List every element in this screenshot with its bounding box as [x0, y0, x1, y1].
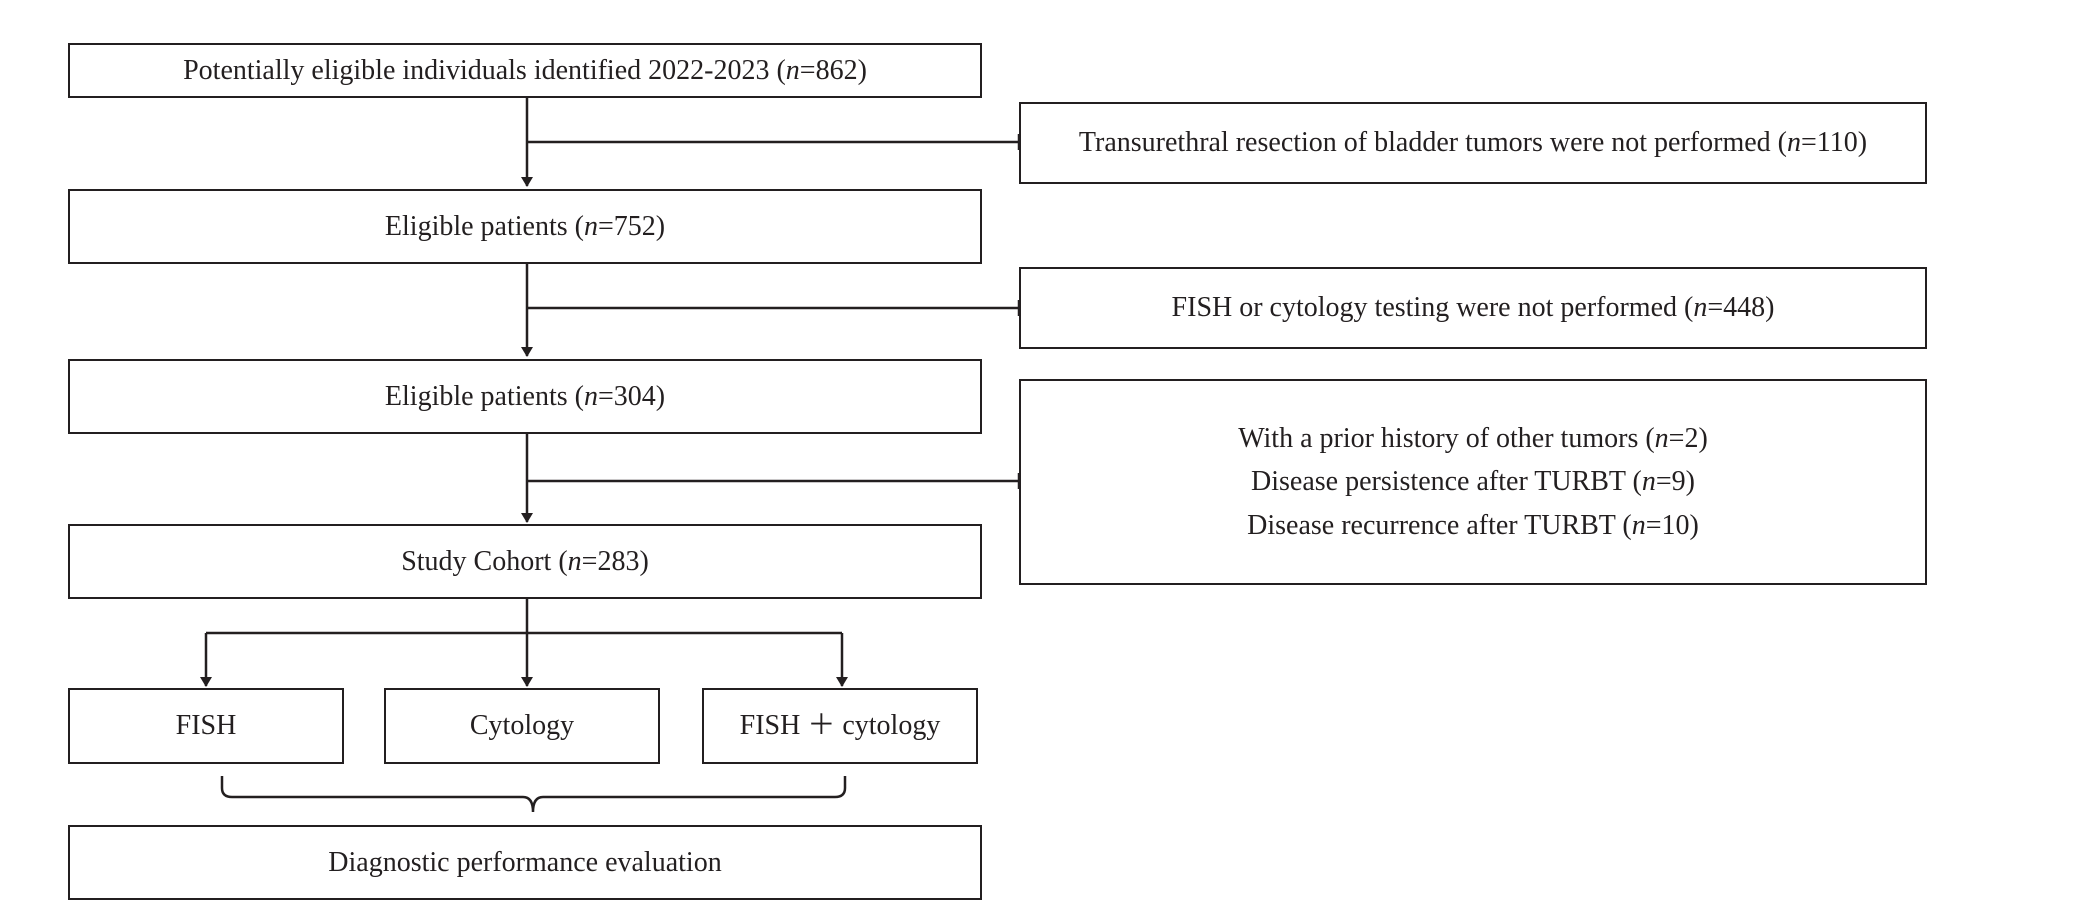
excl-persistence-text: Disease persistence after TURBT (n=9)	[1251, 466, 1695, 498]
excl-fish-box: FISH or cytology testing were not perfor…	[1019, 267, 1927, 349]
excl-fish-text: FISH or cytology testing were not perfor…	[1171, 292, 1775, 324]
excl-other-box: With a prior history of other tumors (n=…	[1019, 379, 1927, 585]
identified-text: Potentially eligible individuals identif…	[183, 54, 867, 86]
fish-cytology-label: FISH ＋ cytology	[739, 710, 941, 742]
fish-cytology-box: FISH ＋ cytology	[702, 688, 978, 764]
identified-box: Potentially eligible individuals identif…	[68, 43, 982, 98]
eligible2-text: Eligible patients (n=304)	[384, 380, 666, 412]
brace	[220, 776, 847, 813]
excl-turbt-box: Transurethral resection of bladder tumor…	[1019, 102, 1927, 184]
cytology-box: Cytology	[384, 688, 660, 764]
eligible2-box: Eligible patients (n=304)	[68, 359, 982, 434]
fish-label: FISH	[175, 710, 237, 742]
eligible1-box: Eligible patients (n=752)	[68, 189, 982, 264]
excl-prior-tumors-text: With a prior history of other tumors (n=…	[1238, 422, 1708, 454]
excl-recurrence-text: Disease recurrence after TURBT (n=10)	[1247, 509, 1699, 541]
diagnostic-box: Diagnostic performance evaluation	[68, 825, 982, 900]
diagnostic-label: Diagnostic performance evaluation	[328, 846, 722, 878]
fish-box: FISH	[68, 688, 344, 764]
excl-turbt-text: Transurethral resection of bladder tumor…	[1078, 127, 1868, 159]
cytology-label: Cytology	[469, 710, 575, 742]
cohort-text: Study Cohort (n=283)	[401, 545, 649, 577]
cohort-box: Study Cohort (n=283)	[68, 524, 982, 599]
eligible1-text: Eligible patients (n=752)	[384, 210, 666, 242]
